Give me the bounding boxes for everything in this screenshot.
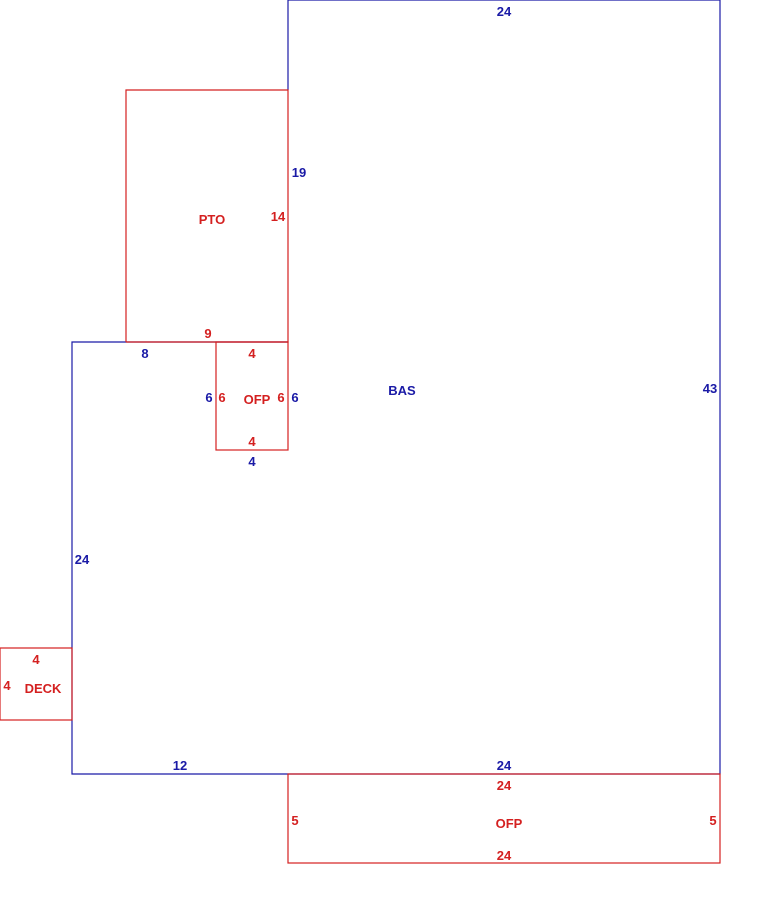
bas-dim-bottom-left: 12 — [173, 758, 187, 773]
deck-label: DECK — [25, 681, 62, 696]
bas-dim-bottom-right: 24 — [497, 758, 512, 773]
ofp-inner-dim-top: 4 — [248, 346, 256, 361]
pto-label: PTO — [199, 212, 226, 227]
ofp-bottom-outline — [287, 773, 721, 864]
bas-dim-left: 24 — [75, 552, 90, 567]
bas-dim-top: 24 — [497, 4, 512, 19]
ofp-inner-dim-left: 6 — [218, 390, 225, 405]
ofp-bottom-dim-right: 5 — [709, 813, 716, 828]
ofp-inner-dim-outer-left: 6 — [205, 390, 212, 405]
ofp-bottom-dim-bottom: 24 — [497, 848, 512, 863]
bas-label: BAS — [388, 383, 416, 398]
ofp-bottom-dim-left: 5 — [291, 813, 298, 828]
deck-outline — [0, 647, 73, 721]
pto-dim-bottom: 9 — [204, 326, 211, 341]
bas-dim-step-top: 8 — [141, 346, 148, 361]
ofp-bottom-label: OFP — [496, 816, 523, 831]
ofp-inner-dim-right: 6 — [277, 390, 284, 405]
deck-dim-left: 4 — [3, 678, 11, 693]
deck-dim-top: 4 — [32, 652, 40, 667]
bas-dim-step-side: 19 — [292, 165, 306, 180]
pto-dim-right: 14 — [271, 209, 286, 224]
ofp-inner-dim-bottom: 4 — [248, 434, 256, 449]
ofp-inner-dim-outer-bottom: 4 — [248, 454, 256, 469]
ofp-bottom-dim-top: 24 — [497, 778, 512, 793]
ofp-inner-outline — [215, 341, 289, 451]
ofp-inner-label: OFP — [244, 392, 271, 407]
bas-dim-right: 43 — [703, 381, 717, 396]
ofp-inner-dim-outer-right: 6 — [291, 390, 298, 405]
